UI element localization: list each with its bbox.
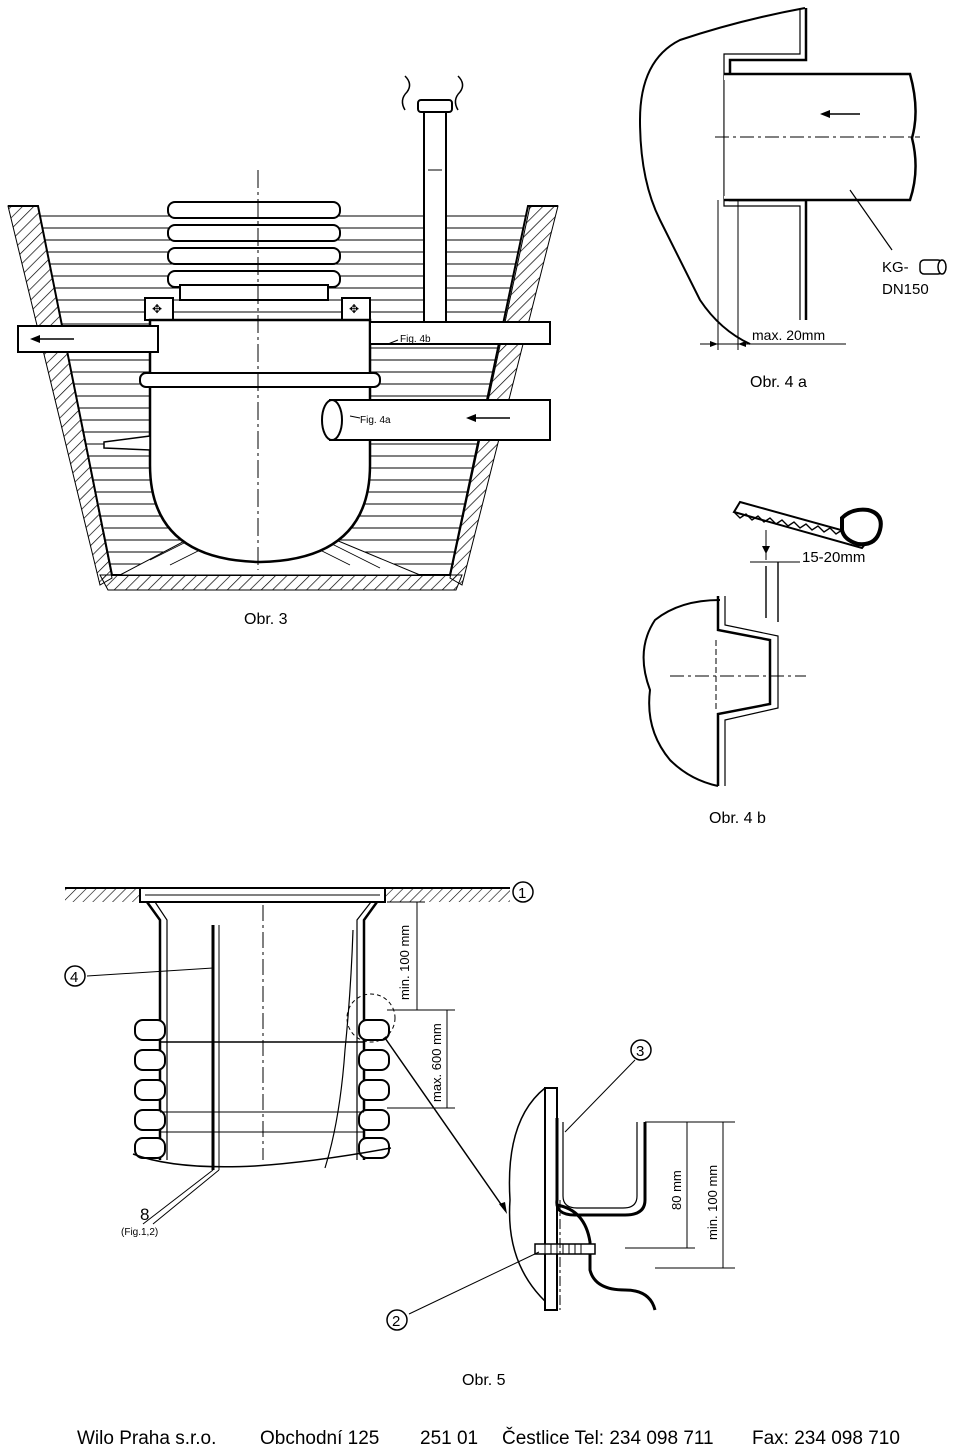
obr4a-diagram: KG- DN150 max. 20mm bbox=[638, 7, 947, 350]
label-80mm: 80 mm bbox=[669, 1170, 684, 1210]
svg-text:✥: ✥ bbox=[152, 302, 162, 316]
footer-city-tel: Čestlice Tel: 234 098 711 bbox=[502, 1428, 714, 1449]
callout-8: 8 bbox=[140, 1205, 149, 1224]
svg-text:3: 3 bbox=[636, 1043, 644, 1060]
label-max600: max. 600 mm bbox=[429, 1023, 444, 1102]
svg-text:1: 1 bbox=[518, 885, 526, 902]
inlet-pipe bbox=[329, 399, 551, 441]
caption-obr5: Obr. 5 bbox=[462, 1372, 506, 1389]
label-min100b: min. 100 mm bbox=[705, 1165, 720, 1240]
obr4b-diagram: 15-20mm bbox=[642, 500, 883, 787]
label-max20: max. 20mm bbox=[752, 327, 825, 343]
obr5-diagram: min. 100 mm max. 600 mm 1 4 8 (Fig.1,2) … bbox=[64, 881, 735, 1331]
label-min100: min. 100 mm bbox=[397, 925, 412, 1000]
footer-company: Wilo Praha s.r.o. bbox=[77, 1428, 217, 1449]
callout-1 bbox=[512, 881, 534, 903]
callout-8-sub: (Fig.1,2) bbox=[121, 1227, 158, 1238]
callout-3 bbox=[630, 1039, 652, 1061]
label-15-20: 15-20mm bbox=[802, 549, 865, 566]
caption-obr4b: Obr. 4 b bbox=[709, 810, 766, 827]
corrugations bbox=[134, 1019, 390, 1159]
svg-text:✥: ✥ bbox=[349, 302, 359, 316]
footer-zip: 251 01 bbox=[420, 1428, 479, 1449]
callout-2 bbox=[386, 1309, 408, 1331]
shaft-rings bbox=[167, 201, 341, 288]
vent-pipe bbox=[423, 109, 447, 331]
saw-icon bbox=[732, 500, 883, 550]
label-kg: KG- bbox=[882, 259, 909, 276]
label-fig4a: Fig. 4a bbox=[360, 415, 391, 426]
label-dn150: DN150 bbox=[882, 281, 929, 298]
obr3-diagram: ✥ ✥ Fig. 4b Fig. 4a bbox=[7, 75, 559, 591]
callout-4 bbox=[64, 965, 86, 987]
caption-obr3: Obr. 3 bbox=[244, 611, 288, 628]
svg-text:2: 2 bbox=[392, 1313, 400, 1330]
svg-text:4: 4 bbox=[70, 969, 78, 986]
caption-obr4a: Obr. 4 a bbox=[750, 374, 807, 391]
footer-street: Obchodní 125 bbox=[260, 1428, 380, 1449]
label-fig4b: Fig. 4b bbox=[400, 334, 431, 345]
footer-fax: Fax: 234 098 710 bbox=[752, 1428, 900, 1449]
footer: Wilo Praha s.r.o. Obchodní 125 251 01 Če… bbox=[0, 1424, 960, 1451]
soil-bottom bbox=[99, 574, 463, 591]
